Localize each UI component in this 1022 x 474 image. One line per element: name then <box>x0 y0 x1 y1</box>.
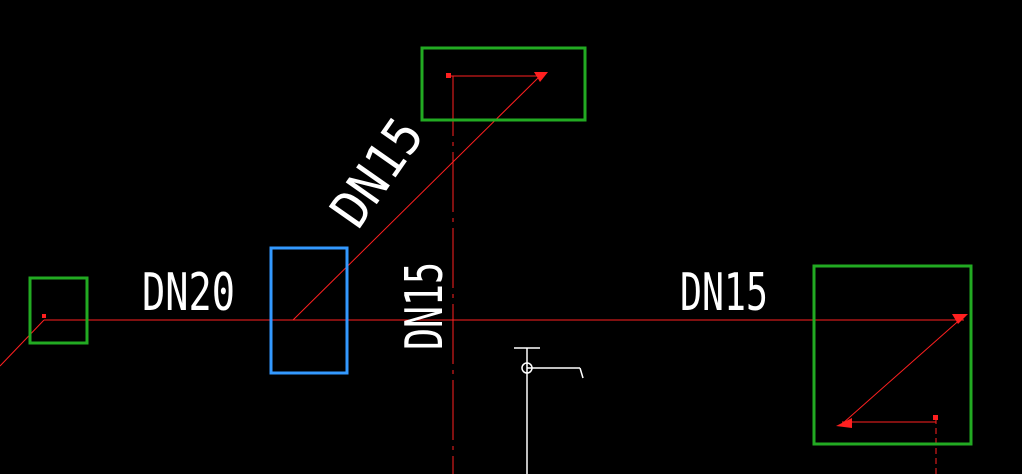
arrow-marker[interactable] <box>836 418 852 428</box>
node-marker[interactable] <box>42 314 46 318</box>
lower-left-diagonal-pipe[interactable] <box>0 319 45 367</box>
diagonal-start-box[interactable] <box>269 246 349 375</box>
top-branch-box[interactable] <box>420 46 587 122</box>
node-marker[interactable] <box>446 73 451 78</box>
pipe-network <box>0 75 965 474</box>
diagonal-branch-pipe[interactable] <box>292 75 541 321</box>
label-dn15-main: DN15 <box>680 263 768 323</box>
label-dn20-main: DN20 <box>142 263 235 323</box>
right-diagonal-pipe[interactable] <box>841 315 965 425</box>
label-dn15-vertical: DN15 <box>395 262 455 350</box>
right-fixture-box[interactable] <box>812 264 973 446</box>
valve-symbol[interactable] <box>514 347 584 474</box>
left-endpoint-box[interactable] <box>28 276 89 345</box>
node-marker[interactable] <box>933 415 938 420</box>
highlight-boxes <box>28 46 973 446</box>
arrow-marker[interactable] <box>534 72 548 82</box>
pipe-endpoints <box>42 72 968 428</box>
valve-arm-tip <box>579 367 584 379</box>
arrow-marker[interactable] <box>952 314 968 324</box>
